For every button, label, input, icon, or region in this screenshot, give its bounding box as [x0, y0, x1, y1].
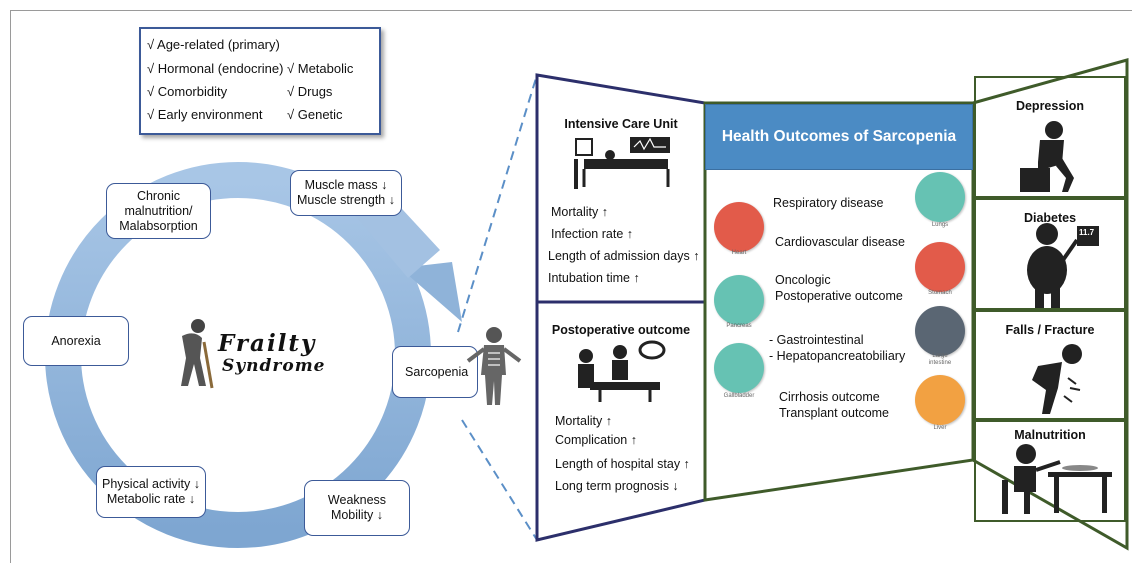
stomach-icon	[915, 242, 965, 292]
postop-item-mortality: Mortality ↑	[555, 414, 612, 428]
disease-cirrhosis-line2: Transplant outcome	[779, 406, 890, 420]
stomach-label: Stomach	[928, 290, 952, 296]
disease-gi-line1: - Gastrointestinal	[769, 333, 864, 347]
heart-label: Heart	[731, 250, 747, 256]
disease-oncologic-line1: Oncologic	[775, 273, 831, 287]
frailty-title: Frailty	[218, 330, 317, 357]
node-muscle: Muscle mass ↓ Muscle strength ↓	[290, 170, 402, 216]
surgery-icon	[578, 340, 666, 402]
postop-item-hospital-stay: Length of hospital stay ↑	[555, 457, 690, 471]
postop-title: Postoperative outcome	[551, 323, 691, 337]
postop-item-complication: Complication ↑	[555, 433, 637, 447]
disease-oncologic-line2: Postoperative outcome	[775, 289, 903, 303]
cell-falls	[974, 310, 1126, 420]
disease-cirrhosis: Cirrhosis outcome Transplant outcome	[779, 389, 889, 421]
sarcopenia-person-icon	[466, 327, 522, 405]
cause-early-environment: √ Early environment	[147, 107, 263, 122]
cause-comorbidity: √ Comorbidity	[147, 84, 228, 99]
node-chronic-malnutrition-line3: Malabsorption	[119, 218, 198, 233]
disease-oncologic: Oncologic Postoperative outcome	[775, 272, 903, 304]
cause-metabolic: √ Metabolic	[287, 61, 354, 76]
depression-title: Depression	[1015, 99, 1085, 113]
malnutrition-title: Malnutrition	[1014, 428, 1086, 442]
node-sarcopenia: Sarcopenia	[392, 346, 478, 398]
node-physical-activity: Physical activity ↓ Metabolic rate ↓	[96, 466, 206, 518]
cause-age-related: √ Age-related (primary)	[147, 37, 280, 52]
node-anorexia-label: Anorexia	[51, 333, 101, 348]
node-muscle-strength: Muscle strength ↓	[297, 193, 395, 207]
icu-item-infection: Infection rate ↑	[551, 227, 633, 241]
icu-bed-icon	[574, 137, 670, 189]
health-outcomes-header: Health Outcomes of Sarcopenia	[705, 104, 973, 170]
lungs-label: Lungs	[931, 222, 949, 228]
cell-diabetes	[974, 198, 1126, 310]
node-metabolic-rate-line2: Metabolic rate ↓	[106, 492, 196, 506]
node-chronic-malnutrition-line1: Chronic	[136, 188, 181, 203]
disease-cardiovascular: Cardiovascular disease	[775, 235, 905, 249]
falling-person-icon	[1032, 344, 1082, 414]
pancreas-label: Pancreas	[726, 323, 752, 329]
health-outcomes-title: Health Outcomes of Sarcopenia	[721, 128, 957, 145]
diabetes-title: Diabetes	[1023, 211, 1077, 225]
large-intestine-label-line2: intestine	[928, 360, 952, 366]
icu-title: Intensive Care Unit	[564, 117, 678, 131]
cause-genetic: √ Genetic	[287, 107, 343, 122]
causes-box: √ Age-related (primary) √ Hormonal (endo…	[139, 27, 381, 135]
node-weakness: Weakness Mobility ↓	[304, 480, 410, 536]
cell-malnutrition	[974, 420, 1126, 522]
heart-icon	[714, 202, 764, 252]
icu-item-mortality: Mortality ↑	[551, 205, 608, 219]
falls-title: Falls / Fracture	[1005, 323, 1095, 337]
zoom-line-bottom	[461, 419, 538, 541]
large-intestine-label: Large intestine	[910, 353, 970, 367]
pancreas-icon	[714, 275, 764, 325]
node-muscle-mass: Muscle mass ↓	[304, 178, 388, 192]
node-chronic-malnutrition: Chronic malnutrition/ Malabsorption	[106, 183, 211, 239]
disease-respiratory: Respiratory disease	[773, 196, 884, 210]
icu-item-admission-days: Length of admission days ↑	[548, 249, 700, 263]
cell-depression	[974, 76, 1126, 198]
glucose-meter-reading: 11.7	[1079, 228, 1095, 237]
postop-item-prognosis: Long term prognosis ↓	[555, 479, 679, 493]
cycle-arrowhead	[400, 262, 462, 322]
disease-gi-line2: - Hepatopancreatobiliary	[769, 349, 906, 363]
disease-cirrhosis-line1: Cirrhosis outcome	[779, 390, 880, 404]
malnutrition-person-icon	[1002, 444, 1112, 514]
node-sarcopenia-label: Sarcopenia	[405, 364, 469, 379]
cause-drugs: √ Drugs	[287, 84, 333, 99]
node-mobility-line2: Mobility ↓	[330, 508, 384, 522]
diabetes-person-icon	[1027, 223, 1099, 308]
liver-label: Liver	[933, 425, 947, 431]
syndrome-title: Syndrome	[222, 356, 326, 376]
gallbladder-label: Gallbladder	[723, 393, 755, 399]
gallbladder-icon	[714, 343, 764, 393]
large-intestine-icon	[915, 306, 965, 356]
zoom-line-top	[457, 74, 538, 333]
node-weakness-line1: Weakness	[327, 493, 387, 507]
disease-gi: - Gastrointestinal - Hepatopancreatobili…	[769, 332, 905, 364]
icu-item-intubation: Intubation time ↑	[548, 271, 640, 285]
large-intestine-label-line1: Large	[932, 353, 948, 359]
figure-frame	[10, 10, 1132, 563]
elderly-person-icon	[181, 319, 214, 389]
node-physical-activity-line1: Physical activity ↓	[102, 477, 200, 491]
lungs-icon	[915, 172, 965, 222]
node-chronic-malnutrition-line2: malnutrition/	[124, 203, 193, 218]
cause-hormonal: √ Hormonal (endocrine)	[147, 61, 284, 76]
node-anorexia: Anorexia	[23, 316, 129, 366]
liver-icon	[915, 375, 965, 425]
depression-person-icon	[1020, 121, 1074, 192]
